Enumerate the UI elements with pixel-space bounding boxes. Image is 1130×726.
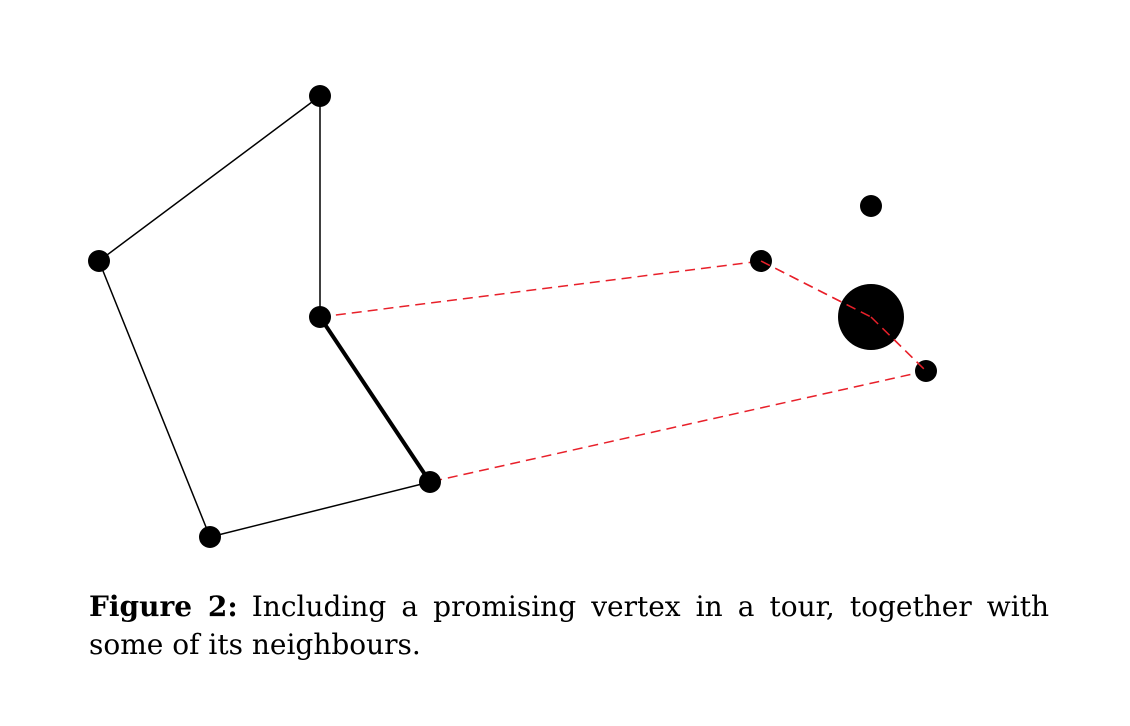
tour-edge-mid-lower-mid-upper	[318, 315, 432, 484]
vertex-mid-lower	[419, 471, 441, 493]
vertex-top	[309, 85, 331, 107]
dashed-edge-overlay-promising-right-lower	[870, 316, 927, 372]
dashed-edge-right-lower-mid-lower	[429, 370, 927, 483]
edges-layer	[98, 95, 927, 538]
tour-edge-top-left	[98, 95, 321, 262]
figure-caption: Figure 2:Including a promising vertex in…	[89, 588, 1049, 664]
vertex-bottom	[199, 526, 221, 548]
tour-edge-left-bottom	[98, 260, 211, 538]
dashed-edge-overlay-right-upper-promising	[760, 260, 872, 318]
caption-text: Including a promising vertex in a tour, …	[89, 590, 1049, 661]
vertices-layer	[88, 85, 937, 548]
promising-vertex-edge-overlay	[760, 260, 927, 372]
caption-label: Figure 2:	[89, 590, 238, 623]
dashed-edge-mid-upper-right-upper	[319, 260, 762, 318]
vertex-left	[88, 250, 110, 272]
vertex-mid-upper	[309, 306, 331, 328]
vertex-right-top	[860, 195, 882, 217]
tour-edge-bottom-mid-lower	[209, 481, 431, 538]
